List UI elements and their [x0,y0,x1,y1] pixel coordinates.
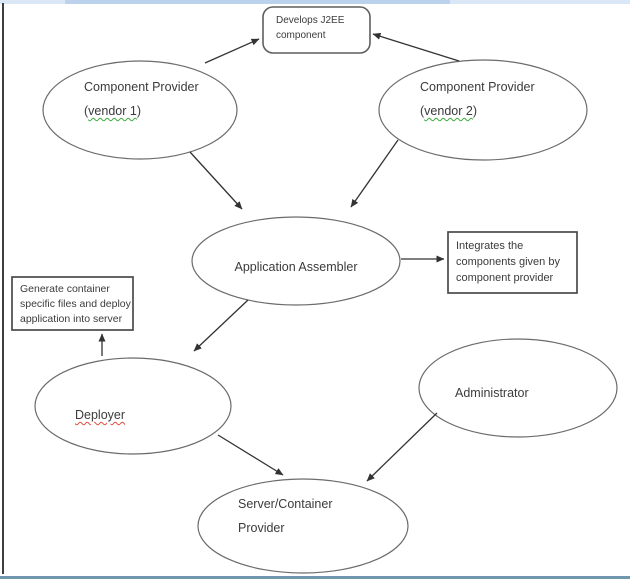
generate-box-shape [11,276,134,331]
arrow-provider1-to-develops [204,38,260,64]
server-provider-ellipse [197,478,409,574]
deployer-ellipse [34,357,232,455]
paren-close: ) [472,104,477,118]
develops-box-line1: Develops J2EE [276,15,345,26]
arrow-provider1-to-assembler [189,151,243,210]
integrates-box-label: Integrates the components given by compo… [456,238,560,286]
generate-line3: application into server [20,313,123,325]
integrates-line1: Integrates the [456,240,524,252]
component-provider-1-label: Component Provider (vendor 1) [84,75,199,123]
component-provider-2-ellipse [378,59,588,161]
develops-box-shape [262,6,371,54]
application-assembler-ellipse [191,216,401,306]
paren-open: ( [420,104,425,118]
component-provider-1-ellipse [42,60,238,160]
generate-line2: specific files and deploy [20,298,131,310]
component-provider-1-vendor-line: (vendor 1) [84,99,199,123]
integrates-box-shape [447,231,578,294]
generate-line1: Generate container [20,283,110,295]
deployer-word: Deployer [75,408,126,422]
component-provider-1-title: Component Provider [84,80,199,94]
window-left-edge [2,3,4,574]
component-provider-2-vendor: vendor 2 [424,104,473,118]
component-provider-2-title: Component Provider [420,80,535,94]
paren-open: ( [84,104,89,118]
component-provider-1-vendor: vendor 1 [88,104,137,118]
application-assembler-label: Application Assembler [234,260,358,274]
server-provider-label: Server/Container Provider [238,492,333,540]
develops-box-line2: component [276,30,326,41]
server-provider-line2: Provider [238,521,285,535]
paren-close: ) [136,104,141,118]
window-bottom-edge [0,576,630,579]
develops-box-label: Develops J2EE component [276,13,344,43]
component-provider-2-vendor-line: (vendor 2) [420,99,535,123]
arrow-provider2-to-assembler [350,139,399,208]
administrator-label: Administrator [455,386,529,400]
server-provider-line1: Server/Container [238,497,333,511]
arrow-provider2-to-develops [372,32,460,62]
administrator-ellipse [418,338,618,438]
generate-box-label: Generate container specific files and de… [20,282,131,327]
deployer-label: Deployer [75,403,125,427]
arrow-deployer-to-server [217,434,284,476]
arrow-assembler-to-deployer [193,299,249,352]
arrow-administrator-to-server [366,412,438,482]
window-top-strip-accent [65,0,450,4]
component-provider-2-label: Component Provider (vendor 2) [420,75,535,123]
integrates-line2: components given by [456,256,560,268]
integrates-line3: component provider [456,272,554,284]
